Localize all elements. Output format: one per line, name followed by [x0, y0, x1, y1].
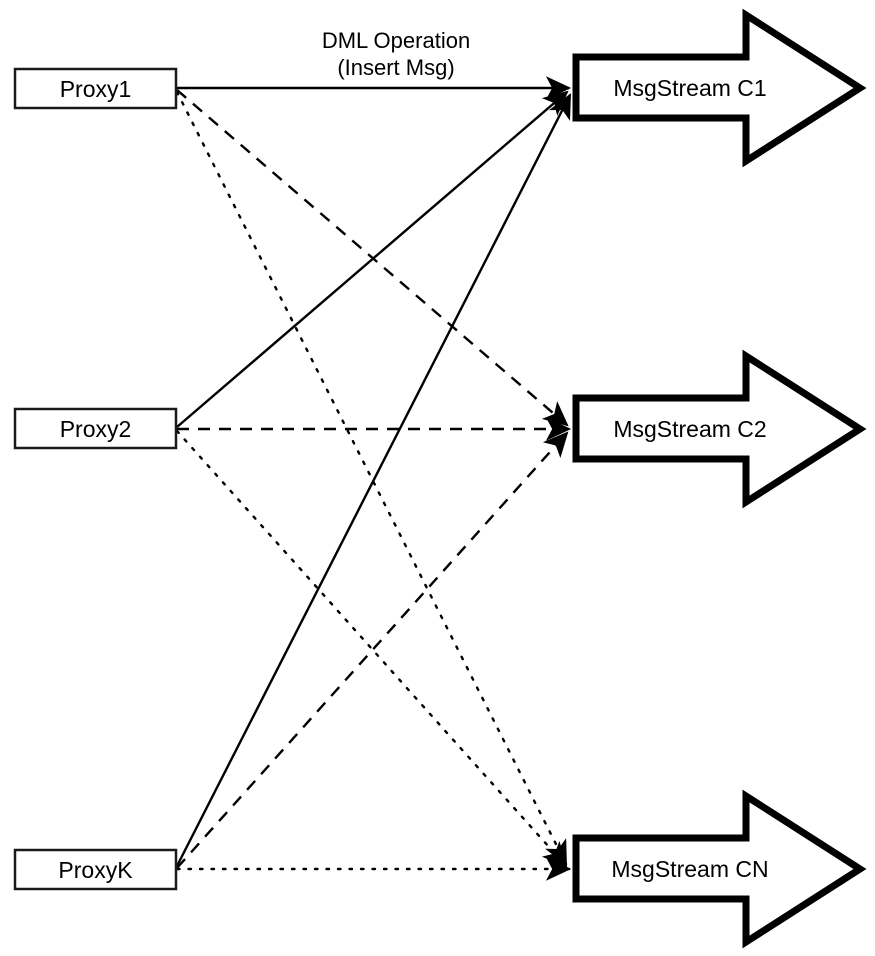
edge-proxy1-stream-c2: [176, 89, 569, 427]
edge-proxyk-stream-c2: [176, 431, 569, 869]
node-stream-c2[interactable]: MsgStream C2: [572, 349, 867, 509]
stream-c1-label: MsgStream C1: [613, 75, 766, 101]
node-proxy2[interactable]: Proxy2: [13, 407, 178, 450]
proxy2-label: Proxy2: [60, 416, 132, 442]
edge-proxyk-stream-c1: [175, 93, 572, 867]
node-proxyk[interactable]: ProxyK: [13, 848, 178, 891]
stream-c1-arrow-shape[interactable]: [572, 8, 867, 168]
proxyk-label: ProxyK: [58, 857, 133, 883]
proxy2-box[interactable]: [13, 407, 178, 450]
node-proxy1[interactable]: Proxy1: [13, 67, 178, 110]
edge-proxy2-stream-cn: [175, 429, 568, 868]
edge-label-line1: DML Operation: [322, 28, 470, 53]
edge-proxy2-stream-c1: [176, 90, 569, 428]
proxy1-label: Proxy1: [60, 76, 132, 102]
stream-cn-label: MsgStream CN: [611, 856, 768, 882]
stream-cn-arrow-shape[interactable]: [572, 789, 867, 949]
node-stream-c1[interactable]: MsgStream C1: [572, 8, 867, 168]
proxy1-box[interactable]: [13, 67, 178, 110]
stream-c2-label: MsgStream C2: [613, 416, 766, 442]
edge-label-line2: (Insert Msg): [337, 55, 454, 80]
edge-proxy1-stream-cn: [175, 90, 568, 866]
node-stream-cn[interactable]: MsgStream CN: [572, 789, 867, 949]
stream-c2-arrow-shape[interactable]: [572, 349, 867, 509]
proxyk-box[interactable]: [13, 848, 178, 891]
